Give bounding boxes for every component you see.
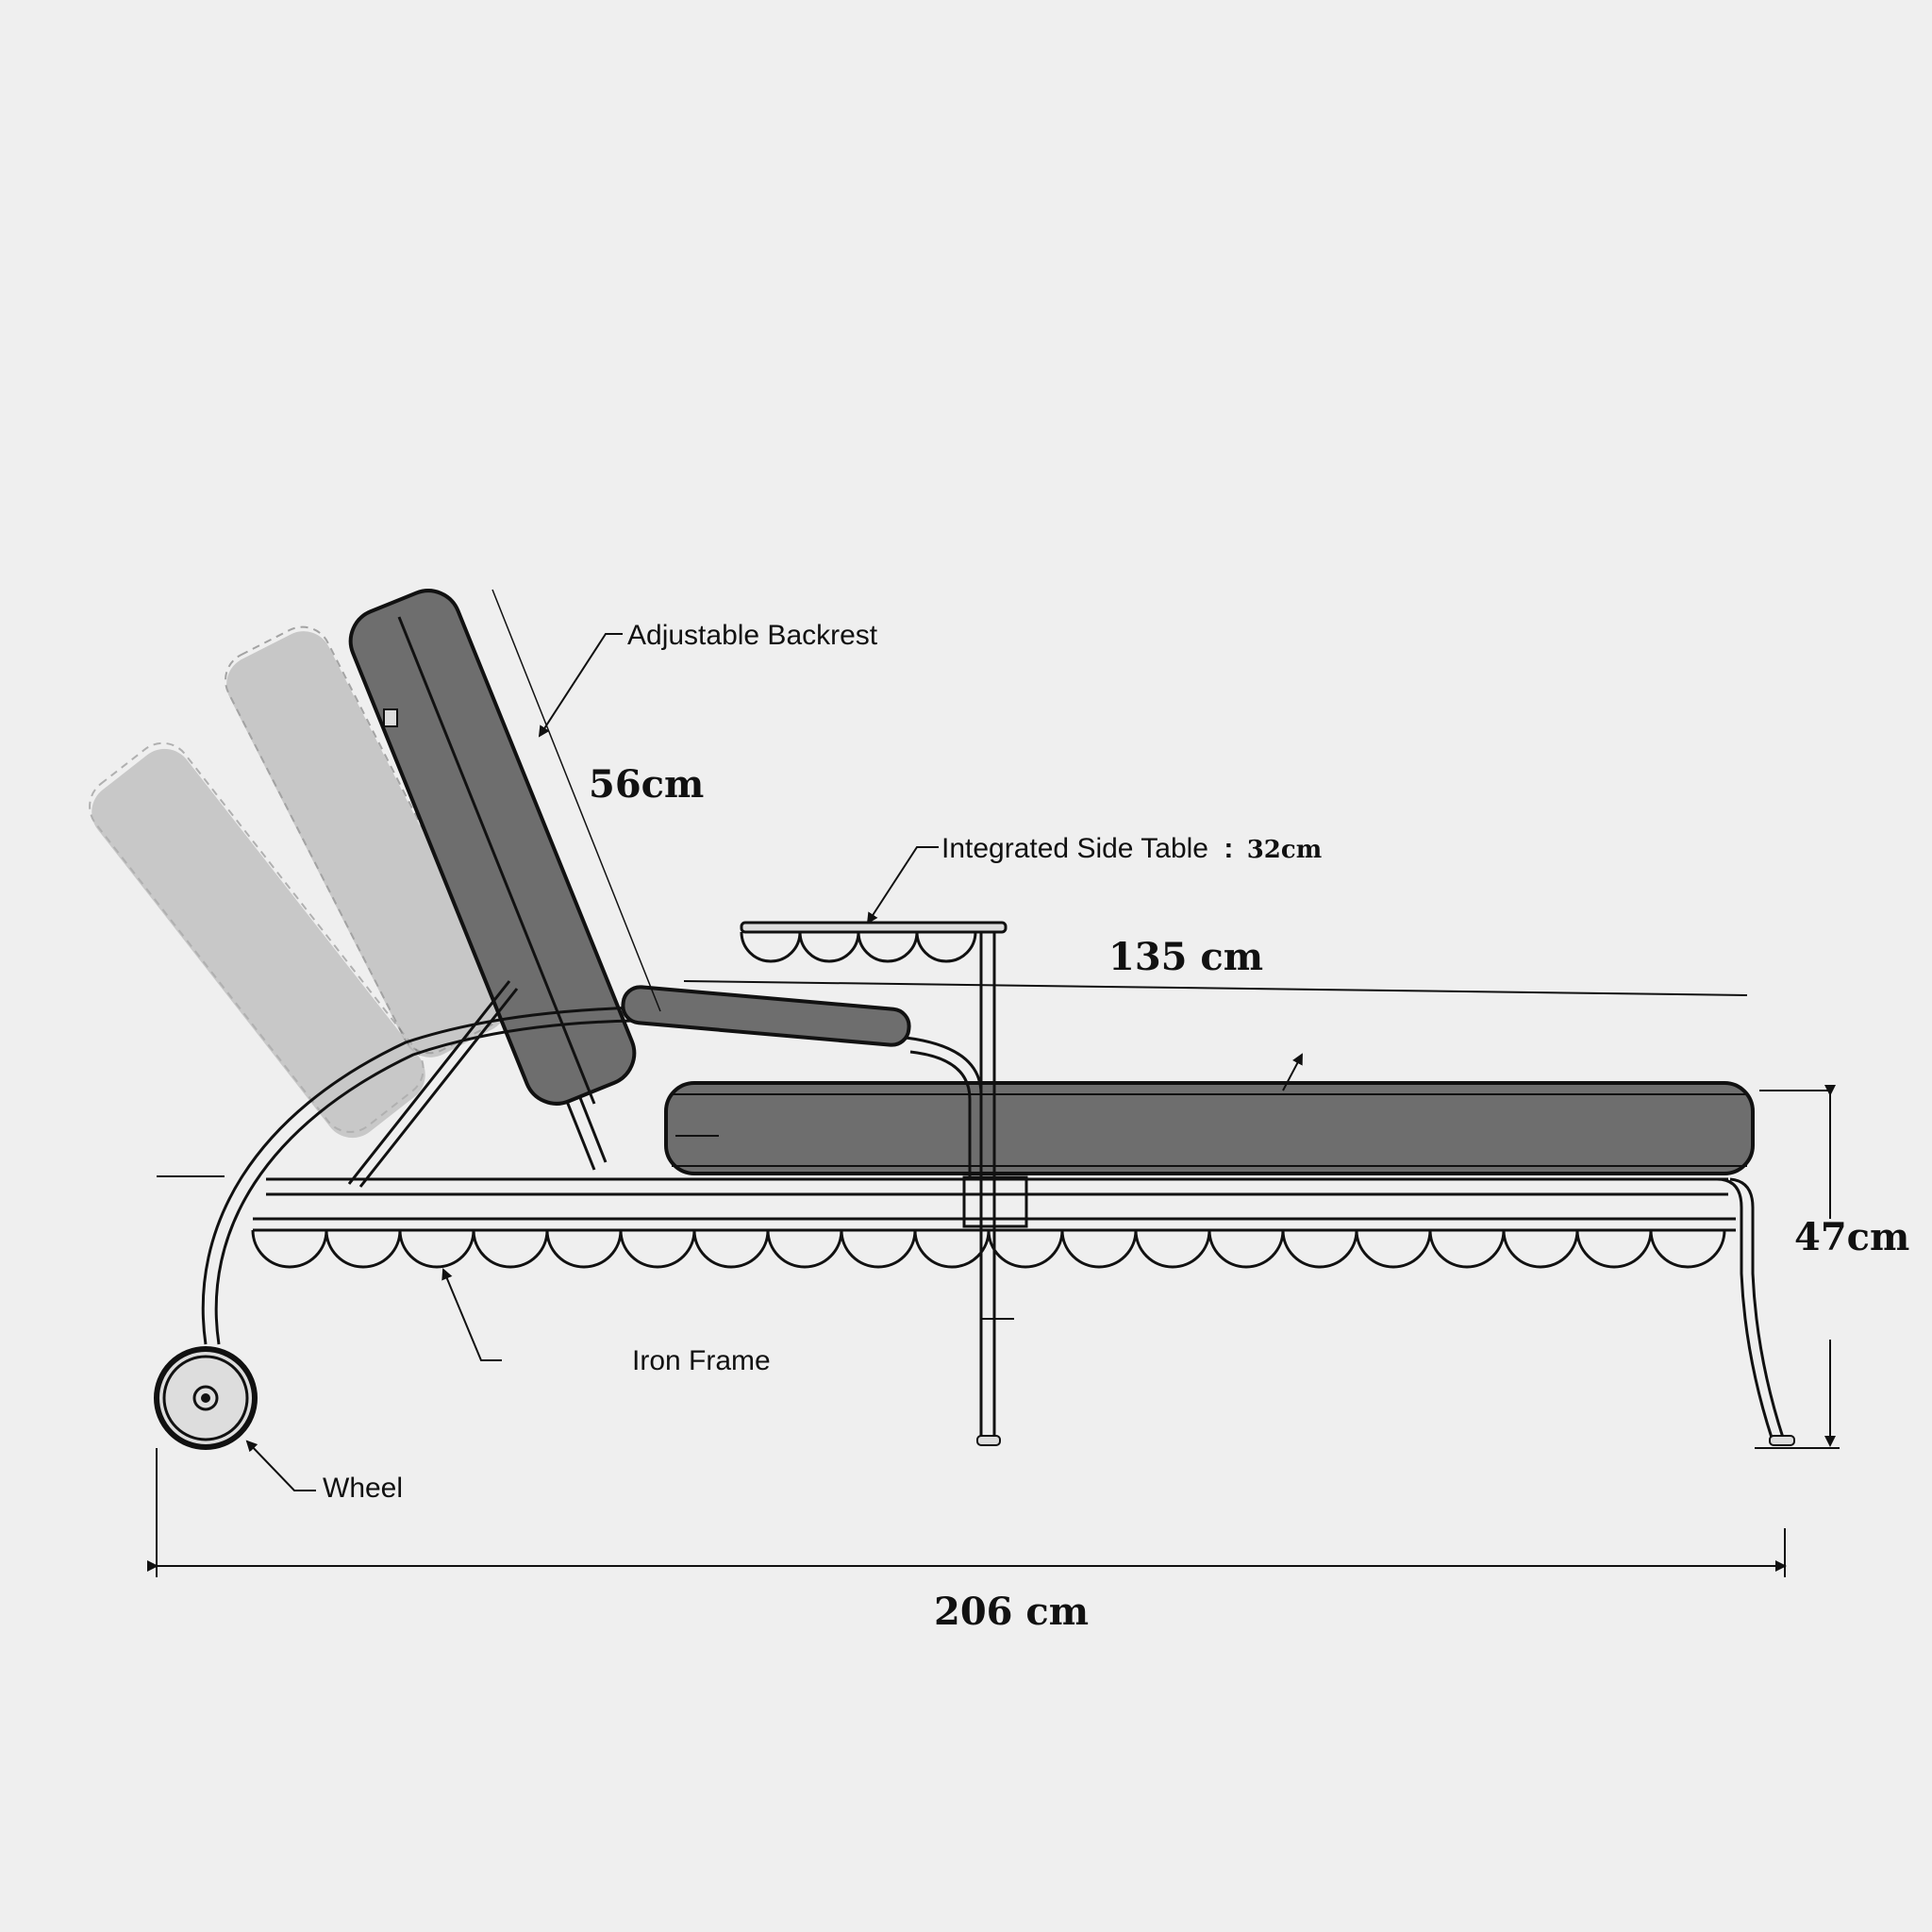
- backrest: [347, 589, 637, 1188]
- dimension-lines: [147, 589, 1840, 1577]
- side-table-separator: :: [1224, 833, 1233, 864]
- leader-lines: [245, 633, 1303, 1491]
- ghost-backrest-mid: [225, 625, 508, 1058]
- side-table-size: 32cm: [1247, 836, 1323, 864]
- wheel: [154, 1346, 258, 1450]
- wheel-label: Wheel: [323, 1473, 403, 1504]
- seat-length-label: 135 cm: [1108, 935, 1263, 979]
- total-length-label: 206 cm: [934, 1590, 1089, 1634]
- side-table-name: Integrated Side Table: [941, 833, 1208, 864]
- seat-cushion: [664, 1081, 1755, 1175]
- ghost-backrest-low: [89, 741, 425, 1139]
- iron-frame-label: Iron Frame: [632, 1345, 771, 1376]
- backrest-length-label: 56cm: [589, 762, 704, 807]
- side-table-label: Integrated Side Table : 32cm: [941, 833, 1322, 864]
- adjustable-backrest-label: Adjustable Backrest: [627, 620, 878, 651]
- side-table: [740, 921, 1014, 1446]
- height-label: 47cm: [1794, 1215, 1909, 1259]
